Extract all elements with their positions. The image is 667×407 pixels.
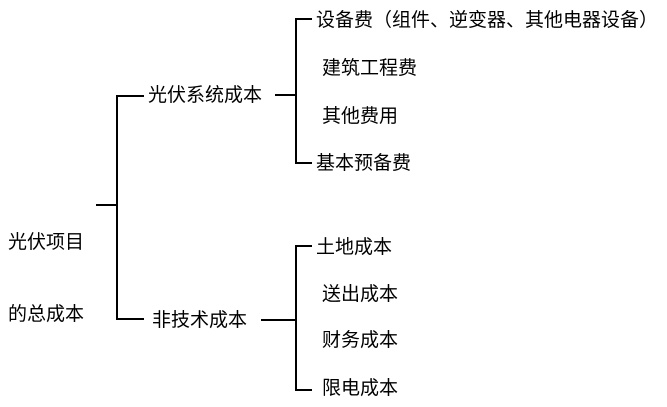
root-label-line2: 的总成本 bbox=[8, 303, 85, 325]
leaf-label-equipment-cost: 设备费（组件、逆变器、其他电器设备） bbox=[316, 9, 659, 31]
branch1-bracket-lower bbox=[295, 94, 312, 164]
branch1-bracket-upper bbox=[295, 18, 312, 96]
leaf-label-construction-cost: 建筑工程费 bbox=[322, 57, 418, 79]
branch2-bracket-lower bbox=[295, 319, 312, 391]
branch-label-pv-system-cost: 光伏系统成本 bbox=[148, 84, 263, 106]
leaf-label-finance-cost: 财务成本 bbox=[322, 329, 399, 351]
leaf-label-land-cost: 土地成本 bbox=[316, 236, 393, 258]
leaf-label-basic-reserve-cost: 基本预备费 bbox=[316, 152, 412, 174]
root-label-line1: 光伏项目 bbox=[8, 231, 85, 253]
root-node-total-cost: 光伏项目 的总成本 bbox=[8, 182, 108, 374]
root-bracket bbox=[116, 95, 144, 206]
leaf-label-transmission-cost: 送出成本 bbox=[322, 283, 399, 305]
branch-label-non-technical-cost: 非技术成本 bbox=[152, 309, 248, 331]
branch2-bracket-upper bbox=[295, 245, 312, 321]
root-bracket-lower bbox=[116, 204, 144, 320]
leaf-label-curtailment-cost: 限电成本 bbox=[322, 377, 399, 399]
leaf-label-other-cost: 其他费用 bbox=[322, 105, 399, 127]
